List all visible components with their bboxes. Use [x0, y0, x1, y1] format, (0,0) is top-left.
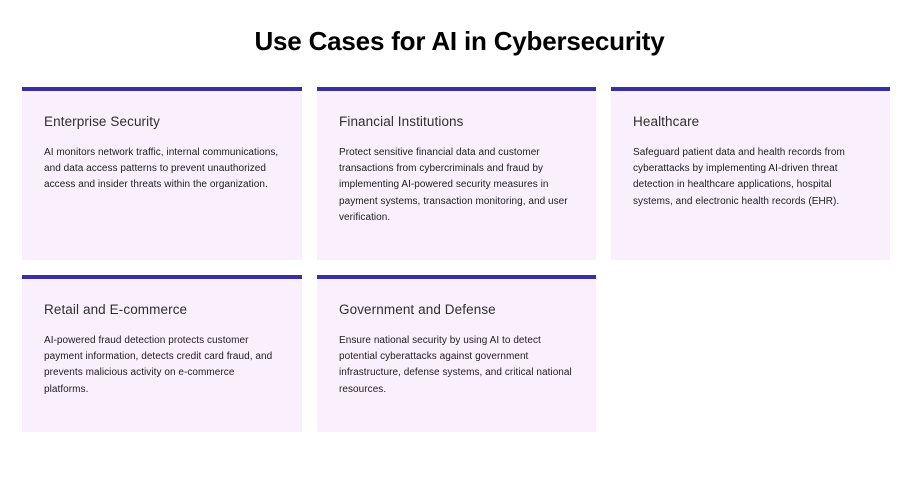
card-title: Healthcare [633, 114, 700, 129]
card-title: Government and Defense [339, 302, 496, 317]
card-title: Retail and E-commerce [44, 302, 188, 317]
use-case-card-enterprise-security: Enterprise Security AI monitors network … [22, 87, 302, 260]
card-title: Financial Institutions [339, 114, 464, 129]
card-body: Protect sensitive financial data and cus… [339, 147, 568, 223]
card-body: AI-powered fraud detection protects cust… [44, 335, 273, 395]
card-body: Safeguard patient data and health record… [633, 147, 845, 207]
card-body: AI monitors network traffic, internal co… [44, 147, 279, 191]
card-body: Ensure national security by using AI to … [339, 335, 572, 395]
use-case-card-grid: Enterprise Security AI monitors network … [22, 87, 890, 432]
use-case-card-government-and-defense: Government and Defense Ensure national s… [317, 275, 596, 432]
use-case-card-retail-and-ecommerce: Retail and E-commerce AI-powered fraud d… [22, 275, 302, 432]
card-title: Enterprise Security [44, 114, 160, 129]
page-title: Use Cases for AI in Cybersecurity [254, 26, 665, 56]
use-case-card-healthcare: Healthcare Safeguard patient data and he… [611, 87, 890, 260]
use-case-card-financial-institutions: Financial Institutions Protect sensitive… [317, 87, 596, 260]
